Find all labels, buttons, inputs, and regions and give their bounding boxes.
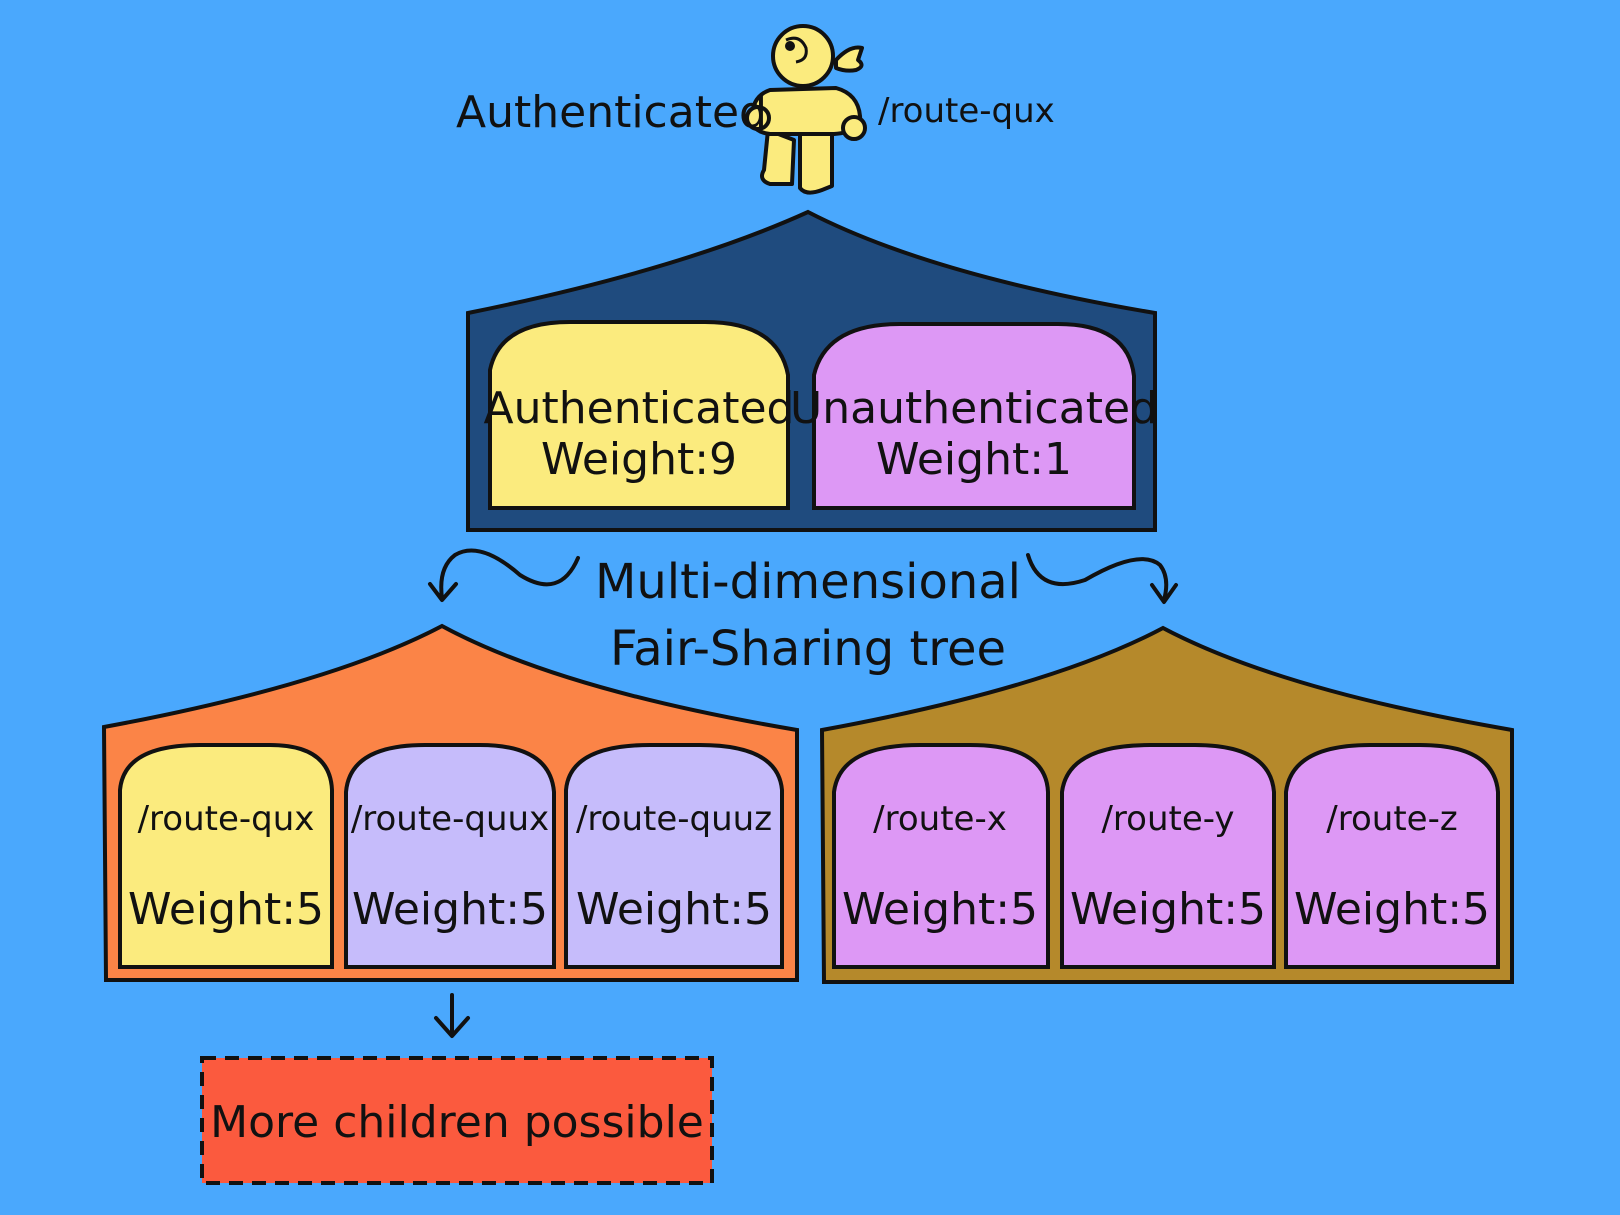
route-card-x[interactable]: /route-x Weight:5 [832, 743, 1050, 969]
root-child-weight: Weight:1 [876, 434, 1072, 485]
route-weight: Weight:5 [576, 884, 772, 935]
route-card-qux[interactable]: /route-qux Weight:5 [118, 743, 334, 969]
user-label-authenticated: Authenticated [456, 87, 767, 138]
route-weight: Weight:5 [352, 884, 548, 935]
arrow-down-icon [434, 993, 470, 1038]
arrow-right-icon [1026, 553, 1178, 604]
root-child-weight: Weight:9 [541, 434, 737, 485]
person-icon [745, 24, 867, 195]
more-children-label: More children possible [210, 1097, 704, 1148]
route-name: /route-quux [351, 799, 549, 839]
route-name: /route-x [873, 799, 1007, 839]
route-name: /route-y [1101, 799, 1234, 839]
root-child-name: Authenticated [484, 383, 795, 434]
route-card-quuz[interactable]: /route-quuz Weight:5 [564, 743, 784, 969]
diagram-title-line1: Multi-dimensional [595, 554, 1021, 610]
route-weight: Weight:5 [1070, 884, 1266, 935]
route-card-quux[interactable]: /route-quux Weight:5 [344, 743, 556, 969]
root-child-unauthenticated[interactable]: Unauthenticated Weight:1 [790, 322, 1158, 510]
route-weight: Weight:5 [842, 884, 1038, 935]
route-card-z[interactable]: /route-z Weight:5 [1284, 743, 1500, 969]
route-weight: Weight:5 [1294, 884, 1490, 935]
more-children-box: More children possible [200, 1056, 714, 1185]
arrow-left-icon [428, 548, 580, 602]
route-name: /route-quuz [576, 799, 772, 839]
route-name: /route-z [1326, 799, 1457, 839]
root-child-authenticated[interactable]: Authenticated Weight:9 [484, 320, 795, 510]
root-child-name: Unauthenticated [790, 383, 1158, 434]
route-card-y[interactable]: /route-y Weight:5 [1060, 743, 1276, 969]
diagram-title-line2: Fair-Sharing tree [610, 621, 1006, 677]
route-name: /route-qux [138, 799, 315, 839]
route-weight: Weight:5 [128, 884, 324, 935]
user-label-route: /route-qux [878, 91, 1055, 131]
